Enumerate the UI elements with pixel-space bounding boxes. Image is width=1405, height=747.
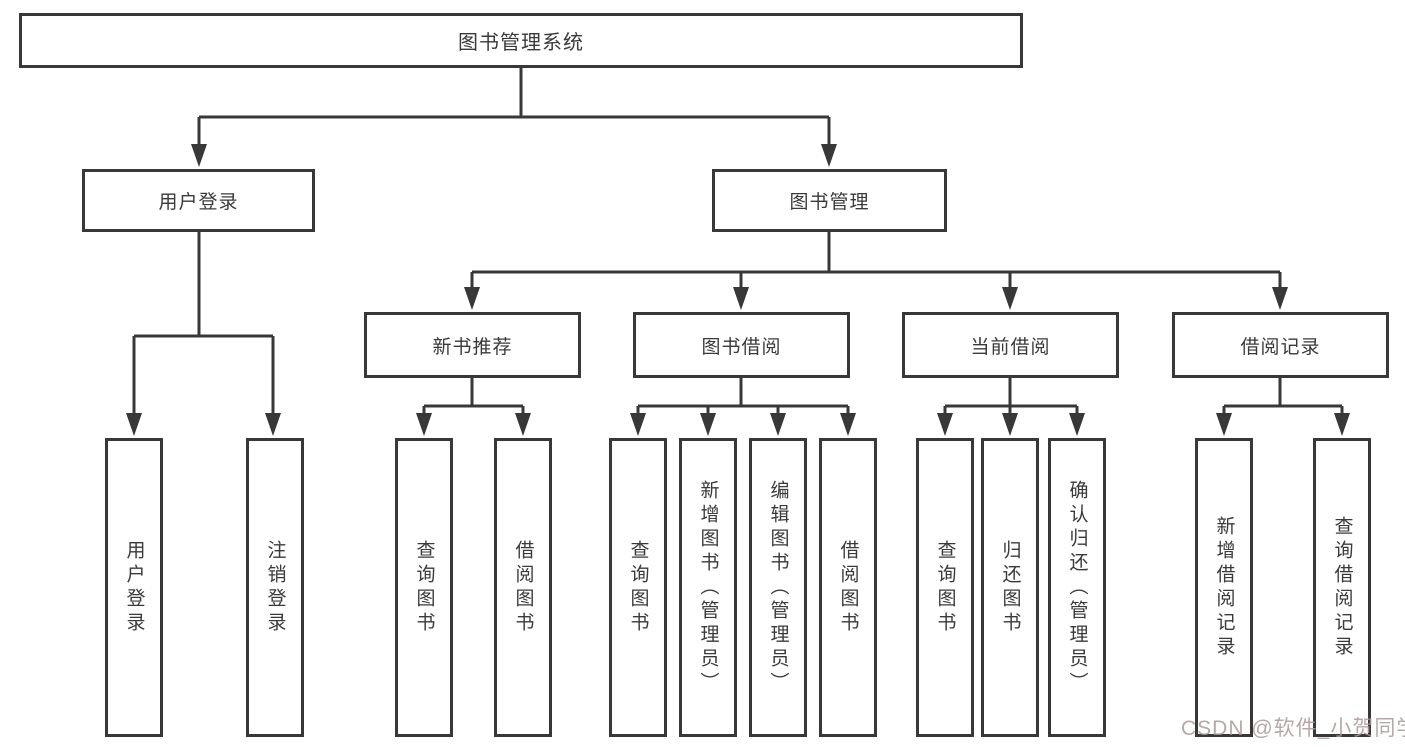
leaf-add-borrow-record: 新增借阅记录 (1195, 438, 1253, 737)
leaf-confirm-return-admin: 确认归还（管理员） (1048, 438, 1106, 737)
leaf-query-borrow-record-label: 查询借阅记录 (1331, 515, 1353, 660)
leaf-logout-label: 注销登录 (264, 539, 286, 636)
leaf-borrow-books: 借阅图书 (819, 438, 877, 737)
leaf-borrow-books-label: 借阅图书 (512, 539, 534, 636)
leaf-logout: 注销登录 (246, 438, 304, 737)
node-book-management-branch: 图书管理 (712, 169, 947, 232)
leaf-query-books-label: 查询图书 (934, 539, 956, 636)
leaf-confirm-return-admin-label: 确认归还（管理员） (1066, 479, 1088, 696)
leaf-edit-books-admin-label: 编辑图书（管理员） (767, 479, 789, 696)
node-borrowing-records: 借阅记录 (1172, 312, 1389, 378)
node-user-login-branch: 用户登录 (82, 169, 315, 232)
node-current-borrowing: 当前借阅 (902, 312, 1119, 378)
leaf-user-login-label: 用户登录 (123, 539, 145, 636)
node-book-borrowing: 图书借阅 (633, 312, 850, 378)
leaf-add-books-admin-label: 新增图书（管理员） (697, 479, 719, 696)
leaf-query-books: 查询图书 (916, 438, 974, 737)
node-root-system: 图书管理系统 (19, 13, 1023, 68)
leaf-add-books-admin: 新增图书（管理员） (679, 438, 737, 737)
leaf-query-books-label: 查询图书 (627, 539, 649, 636)
node-new-book-recommendation: 新书推荐 (364, 312, 581, 378)
leaf-borrow-books: 借阅图书 (494, 438, 552, 737)
leaf-query-books-label: 查询图书 (413, 539, 435, 636)
leaf-add-borrow-record-label: 新增借阅记录 (1213, 515, 1235, 660)
leaf-return-books-label: 归还图书 (999, 539, 1021, 636)
csdn-watermark: CSDN @软件_小贺同学 (1181, 717, 1405, 740)
leaf-edit-books-admin: 编辑图书（管理员） (749, 438, 807, 737)
leaf-return-books: 归还图书 (981, 438, 1039, 737)
leaf-query-borrow-record: 查询借阅记录 (1313, 438, 1371, 737)
leaf-query-books: 查询图书 (395, 438, 453, 737)
leaf-borrow-books-label: 借阅图书 (837, 539, 859, 636)
leaf-user-login: 用户登录 (105, 438, 163, 737)
leaf-query-books: 查询图书 (609, 438, 667, 737)
arrowhead-icons (126, 144, 1350, 436)
